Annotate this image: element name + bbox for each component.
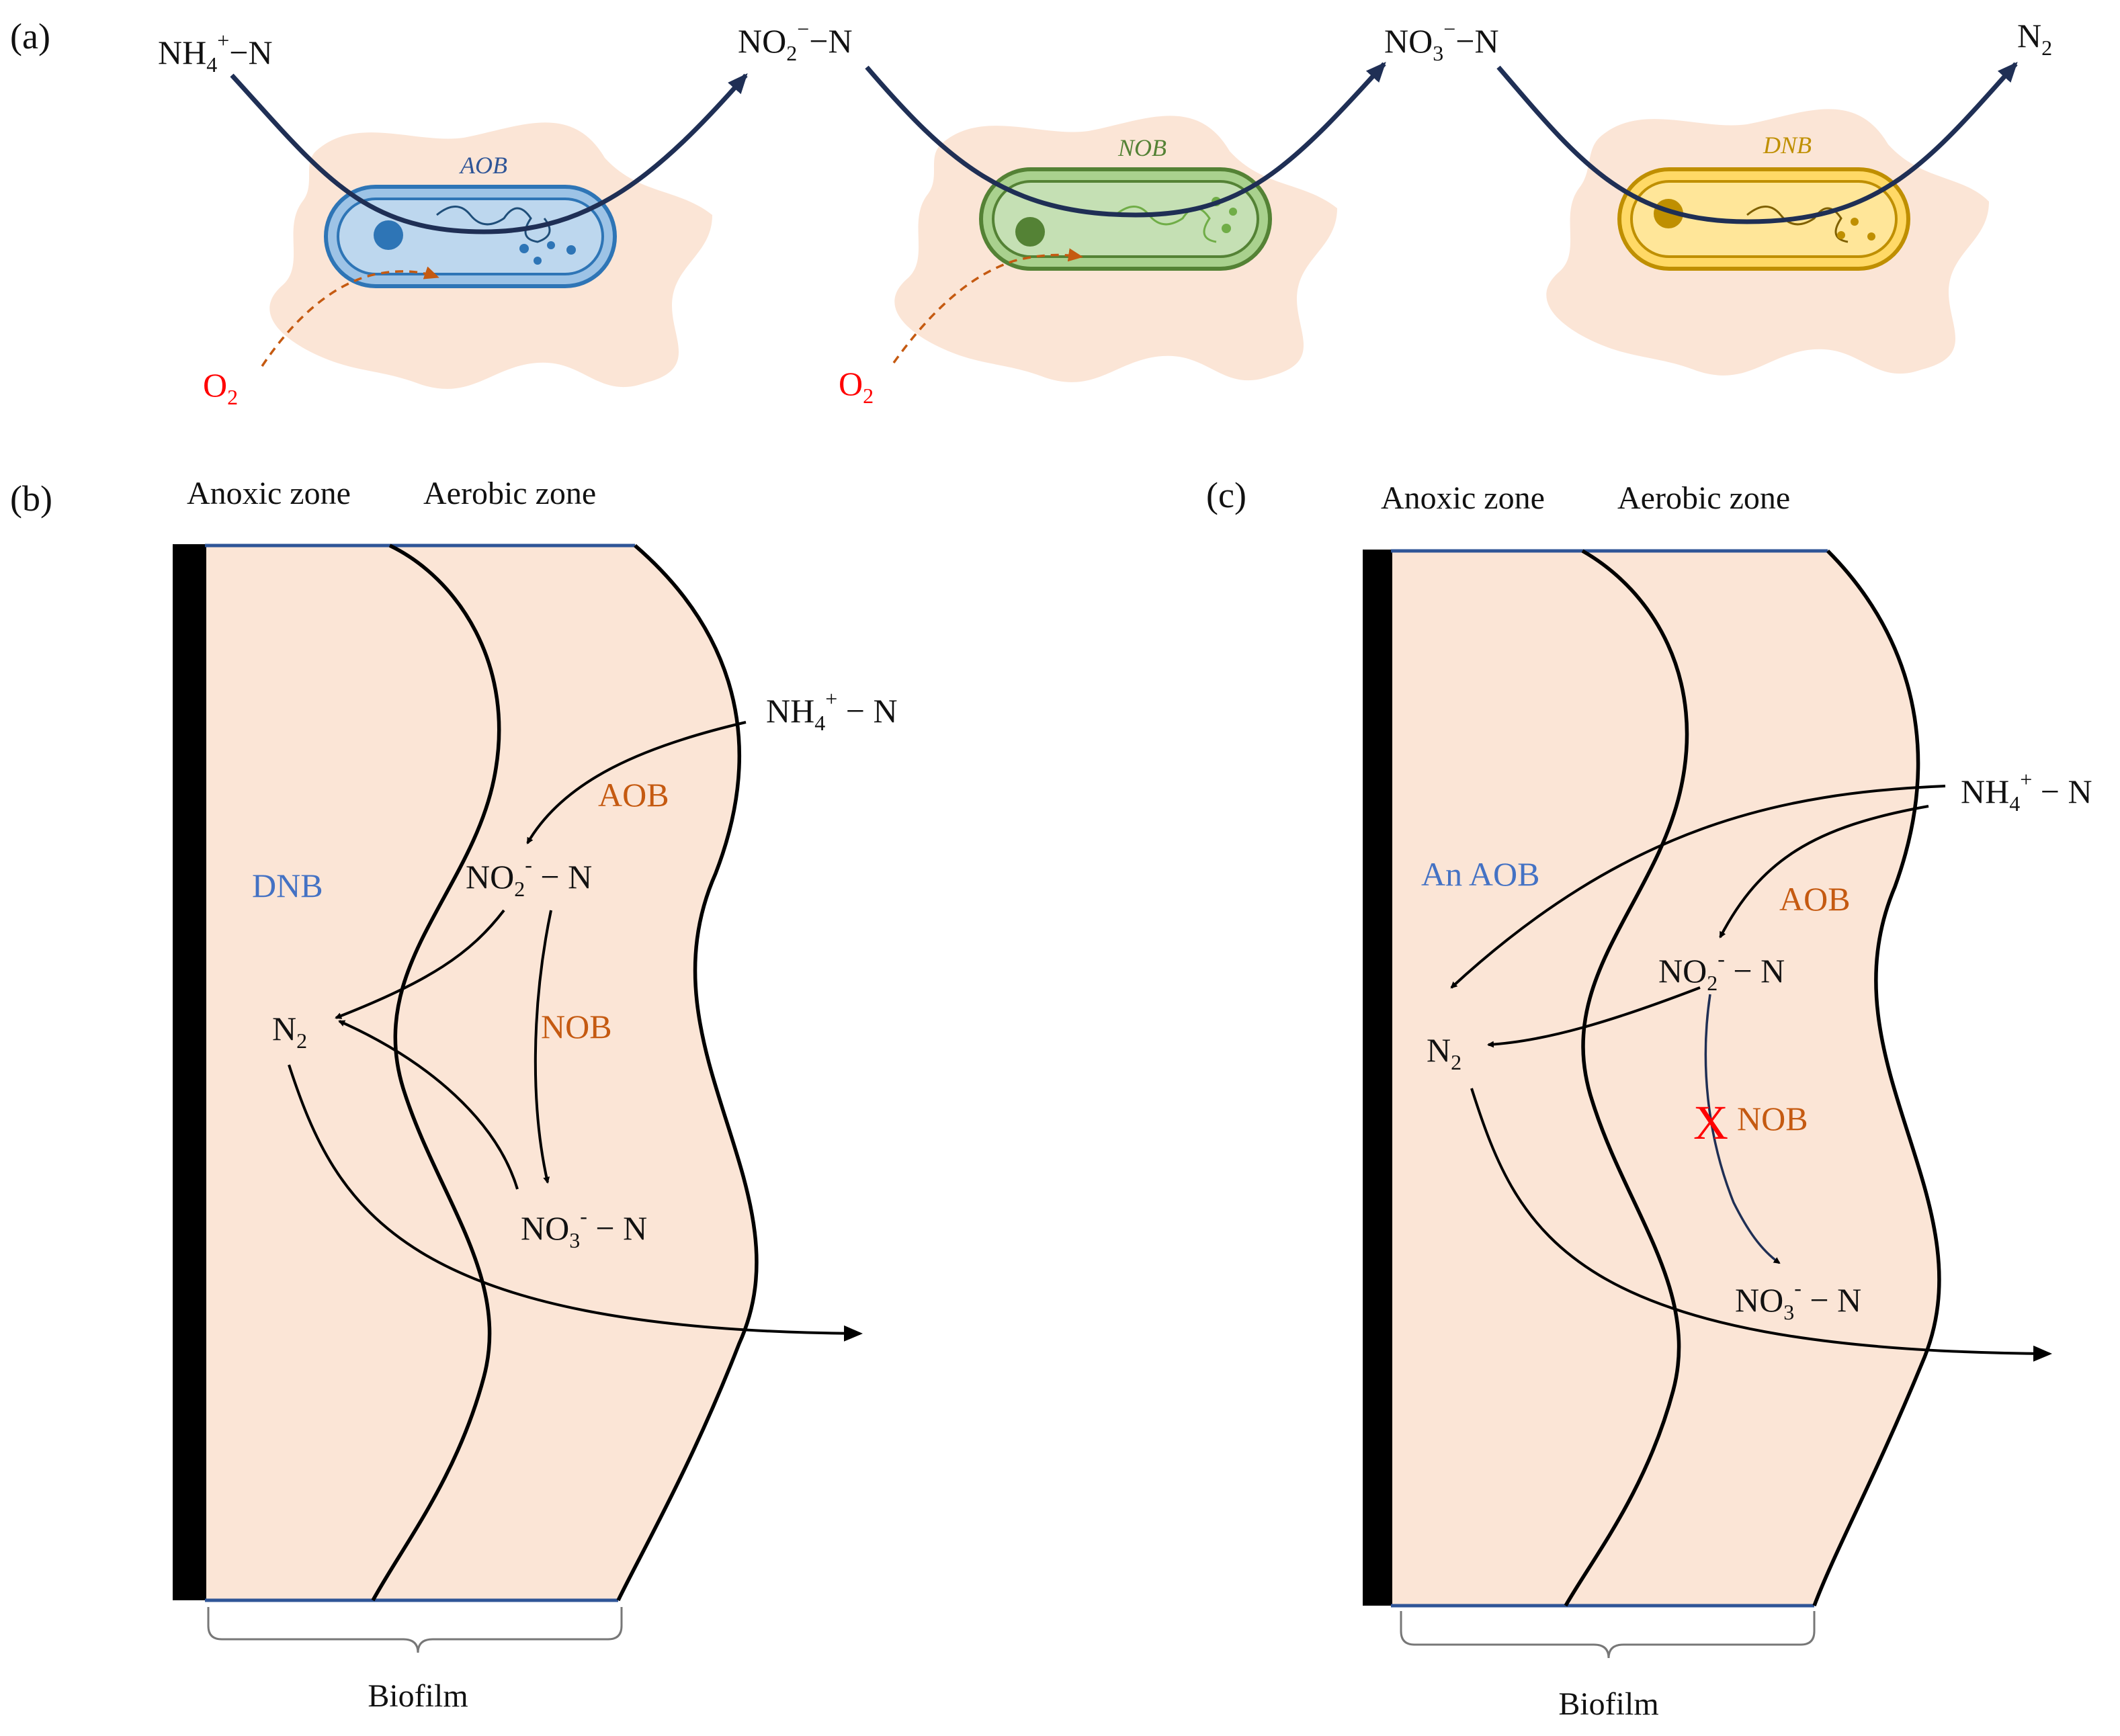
dnb-dna-strand [1746,206,1849,243]
panel-b: (b) Anoxic zone Aerobic zone NH4+ − N NO… [10,476,898,1714]
biofilm-body-c [1391,551,1939,1606]
aerobic-zone-label: Aerobic zone [423,476,596,511]
biofilm-brace-c [1400,1611,1816,1659]
n2-label-b: N2 [272,1010,307,1053]
support-surface [173,544,206,1600]
ammonium-to-nitrite-arrow-c [1719,805,1929,939]
nitrite-label-c: NO2- − N [1658,947,1785,995]
oxygen-label-aob: O2 [203,366,238,409]
nitratation-path-arrow [865,62,1386,218]
panel-a-label: (a) [10,16,50,56]
denitrification-path-arrow [1496,62,2018,224]
aob-inner-membrane [337,198,604,275]
aob-cell: AOB [269,122,712,389]
nob-label-b: NOB [541,1008,612,1045]
blocked-nitrite-to-nitrate-arrow-c [1704,994,1781,1264]
nob-label-c: NOB [1737,1100,1808,1137]
nob-nucleoid [1015,217,1045,247]
aob-label-b: AOB [598,776,669,814]
nob-cell-name: NOB [1117,134,1167,161]
blocked-marker-c: X [1693,1096,1728,1149]
nitrate-label-c: NO3- − N [1735,1276,1861,1324]
nitrate-label-b: NO3- − N [521,1204,647,1252]
an-aob-label-c: An AOB [1421,855,1539,893]
nob-cell: NOB [894,116,1337,382]
nitrite-label: NO2−−N [738,17,853,65]
nob-dna-strand [1115,206,1217,243]
n2-label-c: N2 [1427,1031,1461,1074]
anoxic-zone-label-c: Anoxic zone [1381,480,1545,516]
aob-nucleoid [374,220,403,250]
aob-cell-name: AOB [459,152,507,179]
aerobic-zone-label-c: Aerobic zone [1617,480,1790,516]
ammonium-to-nitrite-arrow [526,721,747,844]
panel-c-label: (c) [1206,475,1246,515]
ammonium-to-n2-arrow-c [1450,785,1946,989]
aob-dna-strand [436,206,551,243]
nitrate-to-n2-arrow [338,1020,519,1190]
support-surface-c [1363,550,1392,1606]
nitrogen-gas-label: N2 [2017,17,2052,60]
biofilm-outer-boundary [616,544,759,1602]
n2-release-arrow-c [1470,1088,2052,1362]
nob-inner-membrane [992,180,1259,258]
oxygen-label-nob: O2 [839,365,874,408]
nitrite-to-nitrate-arrow [534,910,552,1184]
nitrite-to-n2-arrow [335,909,505,1019]
biofilm-brace [207,1607,623,1653]
biofilm-label-b: Biofilm [368,1678,468,1714]
nob-oxygen-arrow [892,248,1083,364]
aob-label-c: AOB [1779,880,1851,918]
ammonium-label-b: NH4+ − N [766,687,898,735]
dnb-cell-name: DNB [1763,132,1812,159]
biofilm-outer-boundary-c [1812,550,1941,1606]
ammonium-label-c: NH4+ − N [1961,767,2092,816]
dnb-cell: DNB [1546,109,1989,376]
nitrite-label-b: NO2- − N [466,853,592,901]
panel-b-label: (b) [10,478,52,519]
aob-oxygen-arrow [261,266,439,367]
anoxic-aerobic-boundary [371,544,501,1602]
biofilm-body [205,546,757,1600]
anoxic-zone-label: Anoxic zone [187,476,351,511]
anoxic-aerobic-boundary-c [1564,549,1689,1607]
nitrite-to-n2-arrow-c [1487,986,1701,1048]
panel-c: (c) Anoxic zone Aerobic zone NH4+ − N NO… [1206,475,2092,1722]
nitritation-path-arrow [230,73,748,234]
n2-release-arrow [288,1064,863,1342]
ammonium-label: NH4+−N [158,28,273,77]
nitrate-label: NO3−−N [1384,17,1499,65]
dnb-label-b: DNB [252,867,323,904]
panel-a: (a) AOB NOB [10,16,2052,409]
biofilm-label-c: Biofilm [1558,1686,1658,1722]
